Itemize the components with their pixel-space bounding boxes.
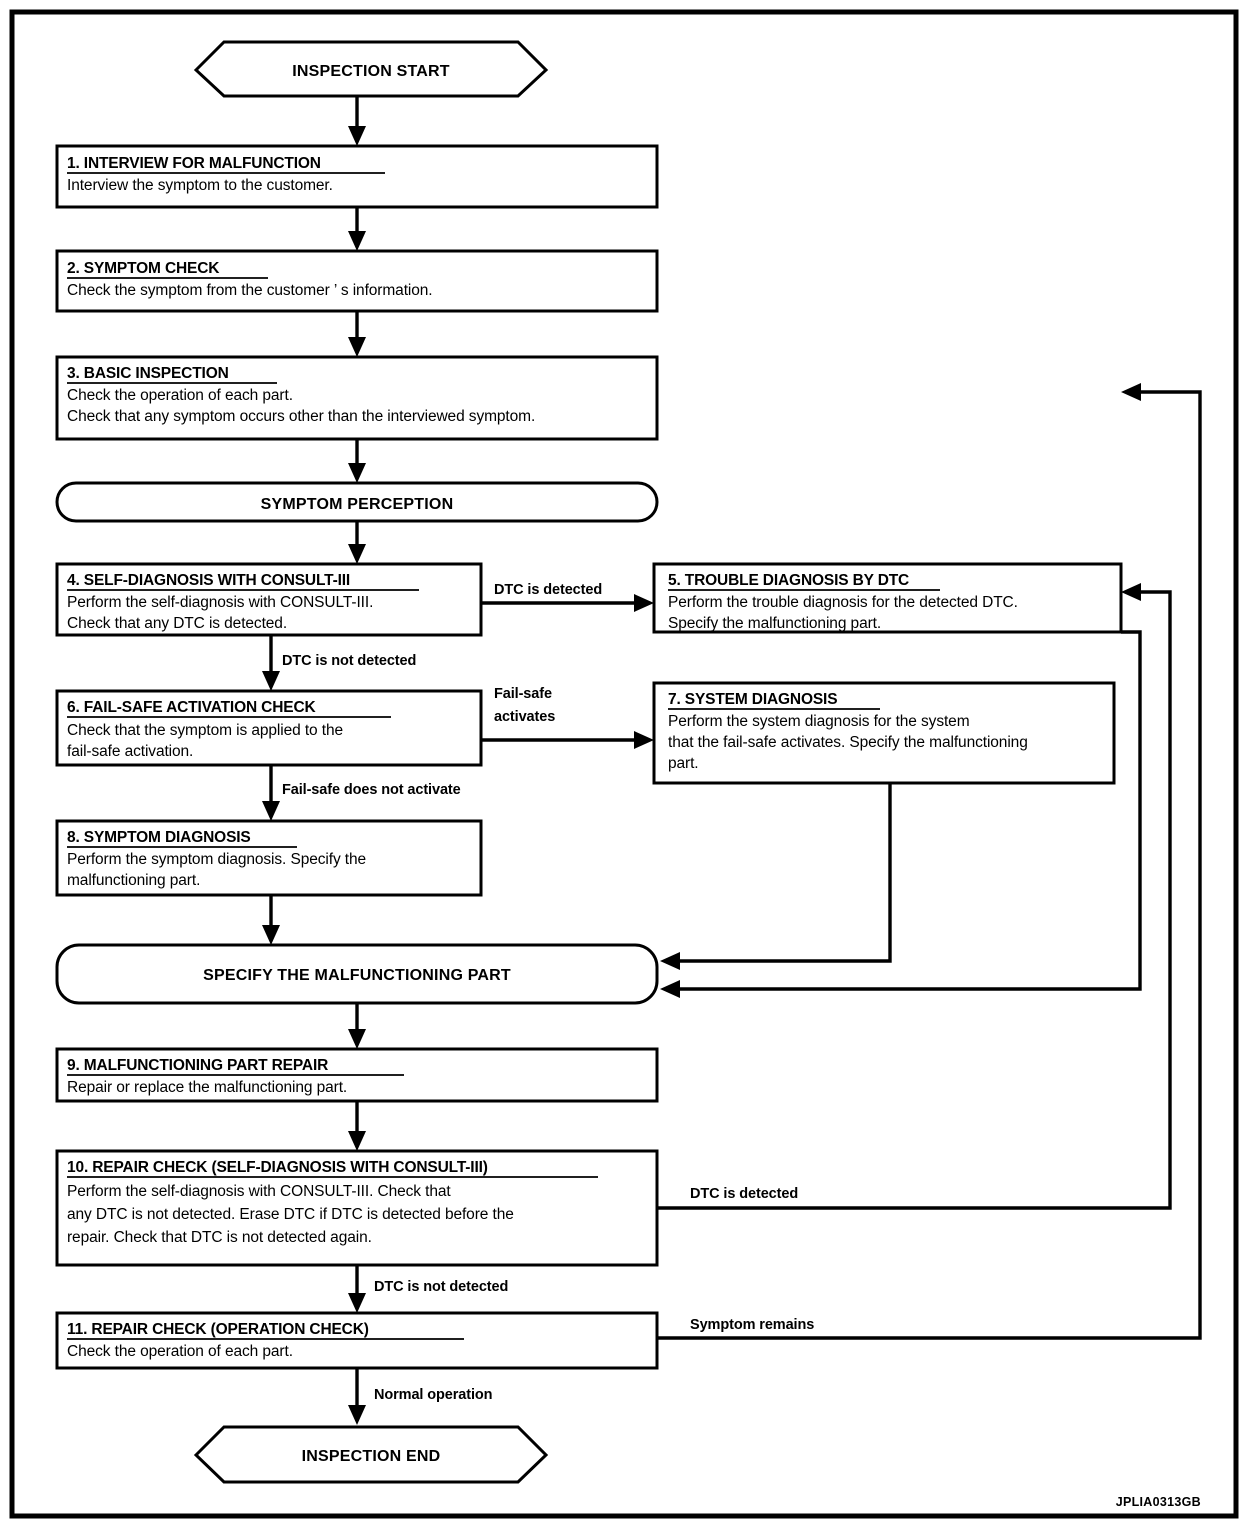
arrowhead-to-step-9: [348, 1029, 366, 1049]
arrowhead-to-step-6: [262, 671, 280, 691]
connector-5-to-specify: [673, 630, 1142, 991]
terminal-inspection-start: INSPECTION START: [193, 40, 549, 98]
step-10-box: 10. REPAIR CHECK (SELF-DIAGNOSIS WITH CO…: [55, 1149, 659, 1267]
step-7-rect: [652, 681, 1116, 785]
step-4-heading: 4. SELF-DIAGNOSIS WITH CONSULT-III: [67, 572, 350, 589]
step-3-box: 3. BASIC INSPECTION Check the operation …: [55, 355, 659, 441]
step-1-box: 1. INTERVIEW FOR MALFUNCTION Interview t…: [55, 144, 659, 209]
arrowhead-to-perception: [348, 463, 366, 483]
step-11-rect: [55, 1311, 659, 1370]
terminal-specify-part: SPECIFY THE MALFUNCTIONING PART: [55, 943, 659, 1005]
arrowhead-to-step-5-loop: [1121, 583, 1141, 601]
arrowhead-to-step-3: [348, 337, 366, 357]
step-10-rect: [55, 1149, 659, 1267]
connector-7-to-specify: [673, 783, 892, 963]
connector-layer: [262, 96, 1202, 1425]
step-1-rect: [55, 144, 659, 209]
end-label: INSPECTION END: [302, 1448, 441, 1465]
arrowhead-to-step-10: [348, 1131, 366, 1151]
step-3-line-2: Check that any symptom occurs other than…: [67, 408, 535, 425]
perception-label: SYMPTOM PERCEPTION: [261, 496, 454, 513]
perception-rounded-rect: [55, 481, 659, 523]
start-label: INSPECTION START: [292, 63, 450, 80]
arrowhead-to-step-4: [348, 544, 366, 564]
arrowhead-to-step-1: [348, 126, 366, 146]
step-6-heading: 6. FAIL-SAFE ACTIVATION CHECK: [67, 699, 316, 716]
step-2-box: 2. SYMPTOM CHECK Check the symptom from …: [55, 249, 659, 313]
edge-label-dtc-detected-10: DTC is detected: [690, 1186, 798, 1202]
step-5-heading: 5. TROUBLE DIAGNOSIS BY DTC: [668, 572, 909, 589]
step-10-line-1: Perform the self-diagnosis with CONSULT-…: [67, 1183, 451, 1200]
step-7-heading: 7. SYSTEM DIAGNOSIS: [668, 691, 837, 708]
arrowhead-to-step-5: [634, 594, 654, 612]
step-7-line-1: Perform the system diagnosis for the sys…: [668, 713, 970, 730]
page-border: [9, 9, 1239, 1519]
edge-label-dtc-not-detected-4: DTC is not detected: [282, 653, 416, 669]
arrowhead-to-step-7: [634, 731, 654, 749]
step-5-box: 5. TROUBLE DIAGNOSIS BY DTC Perform the …: [652, 562, 1123, 634]
step-9-line-1: Repair or replace the malfunctioning par…: [67, 1079, 347, 1096]
step-7-line-3: part.: [668, 755, 699, 772]
step-5-line-2: Specify the malfunctioning part.: [668, 615, 881, 632]
edge-label-layer: DTC is detected DTC is not detected Fail…: [282, 582, 814, 1403]
step-6-rect: [55, 689, 483, 767]
step-10-line-3: repair. Check that DTC is not detected a…: [67, 1229, 372, 1246]
connector-10-to-5-loop: [655, 590, 1172, 1210]
connector-11-to-3-loop: [655, 390, 1202, 1340]
step-8-line-1: Perform the symptom diagnosis. Specify t…: [67, 851, 366, 868]
step-11-box: 11. REPAIR CHECK (OPERATION CHECK) Check…: [55, 1311, 659, 1370]
step-9-box: 9. MALFUNCTIONING PART REPAIR Repair or …: [55, 1047, 659, 1103]
step-6-line-1: Check that the symptom is applied to the: [67, 722, 343, 739]
step-11-line-1: Check the operation of each part.: [67, 1343, 293, 1360]
step-4-line-2: Check that any DTC is detected.: [67, 615, 287, 632]
figure-caption: JPLIA0313GB: [1116, 1495, 1201, 1509]
step-1-line-1: Interview the symptom to the customer.: [67, 177, 333, 194]
step-4-box: 4. SELF-DIAGNOSIS WITH CONSULT-III Perfo…: [55, 562, 483, 637]
step-4-line-1: Perform the self-diagnosis with CONSULT-…: [67, 594, 373, 611]
step-5-line-1: Perform the trouble diagnosis for the de…: [668, 594, 1018, 611]
step-7-line-2: that the fail-safe activates. Specify th…: [668, 734, 1028, 751]
step-8-heading: 8. SYMPTOM DIAGNOSIS: [67, 829, 251, 846]
arrowhead-to-step-2: [348, 231, 366, 251]
step-5-rect: [652, 562, 1123, 634]
step-10-line-2: any DTC is not detected. Erase DTC if DT…: [67, 1206, 514, 1223]
step-8-box: 8. SYMPTOM DIAGNOSIS Perform the symptom…: [55, 819, 483, 897]
step-7-box: 7. SYSTEM DIAGNOSIS Perform the system d…: [652, 681, 1116, 785]
step-4-rect: [55, 562, 483, 637]
edge-label-failsafe-activates-line2: activates: [494, 709, 555, 725]
end-hexagon: [193, 1425, 549, 1484]
specify-label: SPECIFY THE MALFUNCTIONING PART: [203, 967, 511, 984]
arrowhead-to-specify-right-upper: [660, 952, 680, 970]
arrowhead-to-step-3-loop: [1121, 383, 1141, 401]
step-3-heading: 3. BASIC INSPECTION: [67, 365, 229, 382]
terminal-symptom-perception: SYMPTOM PERCEPTION: [55, 481, 659, 523]
edge-label-dtc-not-detected-10: DTC is not detected: [374, 1279, 508, 1295]
step-2-line-1: Check the symptom from the customer ’ s …: [67, 282, 433, 299]
start-hexagon: [193, 40, 549, 98]
edge-label-normal-operation: Normal operation: [374, 1387, 492, 1403]
arrowhead-to-specify-right-lower: [660, 980, 680, 998]
step-9-heading: 9. MALFUNCTIONING PART REPAIR: [67, 1057, 328, 1074]
specify-rounded-rect: [55, 943, 659, 1005]
step-6-line-2: fail-safe activation.: [67, 743, 193, 760]
step-8-line-2: malfunctioning part.: [67, 872, 200, 889]
step-2-rect: [55, 249, 659, 313]
step-6-box: 6. FAIL-SAFE ACTIVATION CHECK Check that…: [55, 689, 483, 767]
step-1-heading: 1. INTERVIEW FOR MALFUNCTION: [67, 155, 321, 172]
terminal-inspection-end: INSPECTION END: [193, 1425, 549, 1484]
step-3-rect: [55, 355, 659, 441]
edge-label-failsafe-activates-line1: Fail-safe: [494, 686, 552, 702]
step-8-rect: [55, 819, 483, 897]
arrowhead-to-specify-top: [262, 925, 280, 945]
step-10-heading: 10. REPAIR CHECK (SELF-DIAGNOSIS WITH CO…: [67, 1159, 488, 1176]
step-11-heading: 11. REPAIR CHECK (OPERATION CHECK): [67, 1321, 369, 1338]
edge-label-dtc-detected-4: DTC is detected: [494, 582, 602, 598]
edge-label-failsafe-not-activate: Fail-safe does not activate: [282, 782, 461, 798]
arrowhead-to-end: [348, 1405, 366, 1425]
step-3-line-1: Check the operation of each part.: [67, 387, 293, 404]
arrowhead-to-step-11: [348, 1293, 366, 1313]
step-2-heading: 2. SYMPTOM CHECK: [67, 260, 220, 277]
edge-label-symptom-remains: Symptom remains: [690, 1317, 814, 1333]
arrowhead-to-step-8: [262, 801, 280, 821]
